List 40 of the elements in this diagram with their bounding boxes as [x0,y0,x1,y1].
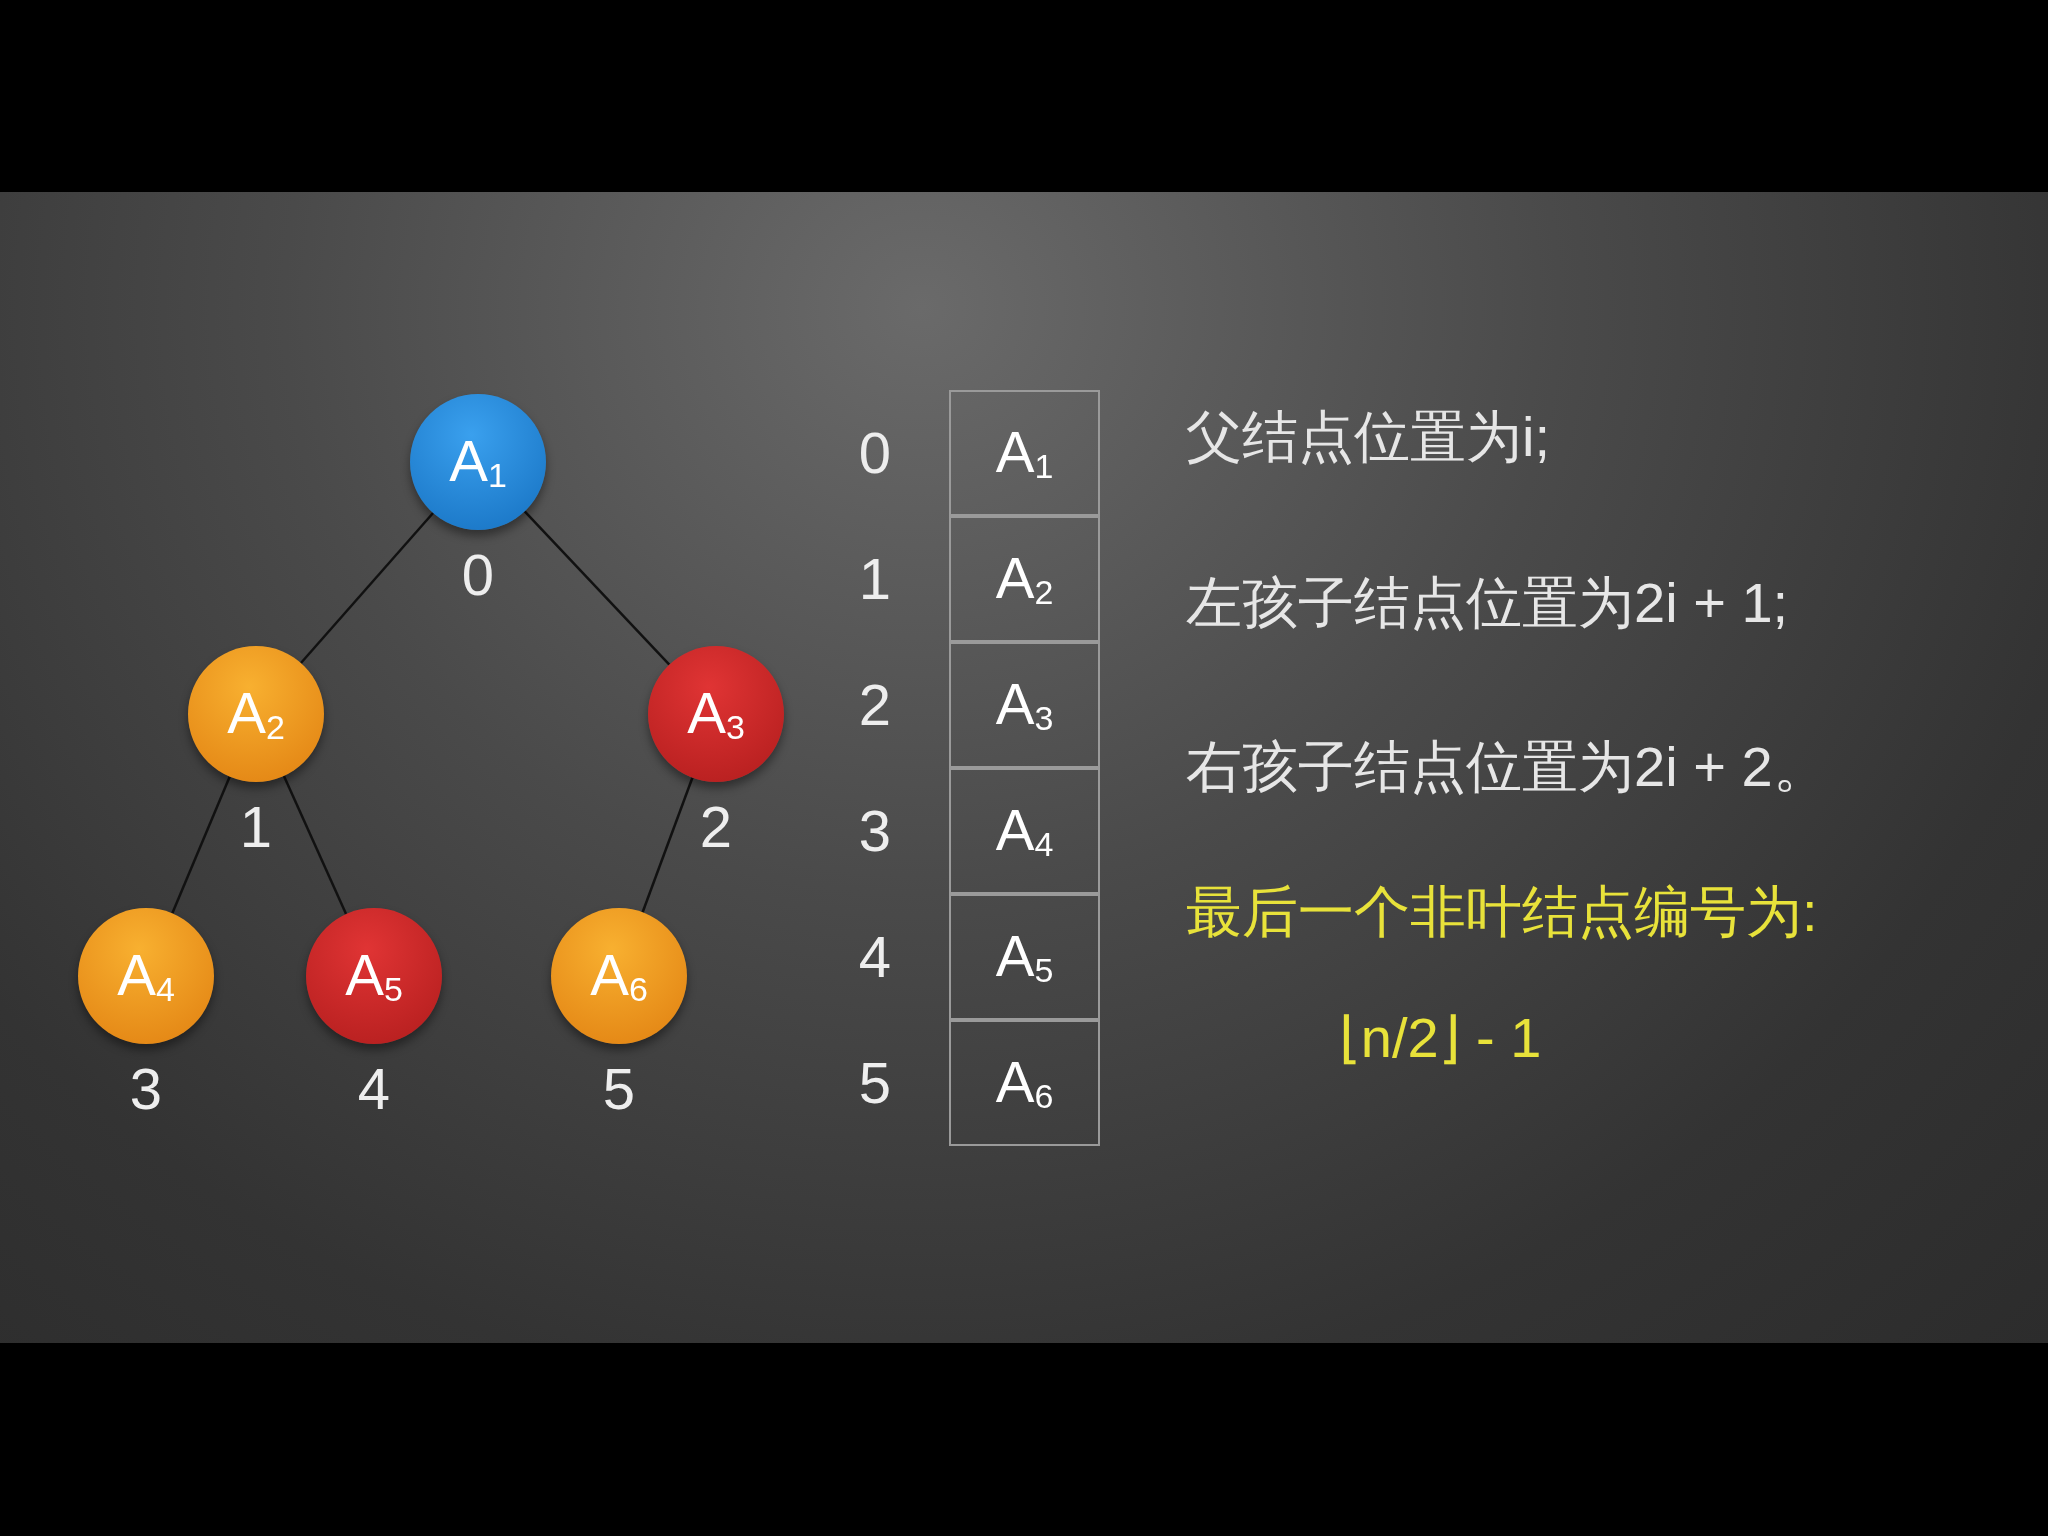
node-label: A$_{5}$ [345,946,403,1006]
formula-text: 左孩子结点位置为2i + 1; [1186,572,1789,634]
array-index: 0 [858,424,892,482]
cell-label: A$_{3}$ [995,675,1054,735]
array-cell [949,768,1100,894]
array-cell [949,516,1100,642]
array-index: 2 [858,676,892,734]
index-number: 3 [129,1060,163,1118]
formula-text: 右孩子结点位置为2i + 2。 [1186,736,1829,798]
array-cell [949,894,1100,1020]
index-number: 5 [602,1060,636,1118]
tree-edge [171,776,231,914]
array-index: 1 [858,550,892,608]
tree-edge [523,510,671,666]
index-number: 2 [699,798,733,856]
array-index: 3 [858,802,892,860]
array-index: 4 [858,928,892,986]
cell-label: A$_{1}$ [995,423,1054,483]
cell-label: A$_{4}$ [995,801,1054,861]
array-cell [949,642,1100,768]
index-number: 0 [461,546,495,604]
node-label: A$_{3}$ [687,684,745,744]
cell-label: A$_{2}$ [995,549,1054,609]
formula-text: ⌊n/2⌋ - 1 [1339,1007,1542,1069]
array-cell [949,390,1100,516]
node-label: A$_{1}$ [449,432,507,492]
formula-text: 父结点位置为i; [1186,406,1550,468]
node-label: A$_{6}$ [590,946,648,1006]
cell-label: A$_{5}$ [995,927,1054,987]
tree-edge [300,512,434,664]
array-index: 5 [858,1054,892,1112]
tree-edge [282,775,348,915]
index-number: 4 [357,1060,391,1118]
tree-edge [641,777,694,913]
array-cell [949,1020,1100,1146]
cell-label: A$_{6}$ [995,1053,1054,1113]
node-label: A$_{4}$ [117,946,175,1006]
node-label: A$_{2}$ [227,684,285,744]
formula-text: 最后一个非叶结点编号为: [1186,881,1818,943]
index-number: 1 [239,798,273,856]
